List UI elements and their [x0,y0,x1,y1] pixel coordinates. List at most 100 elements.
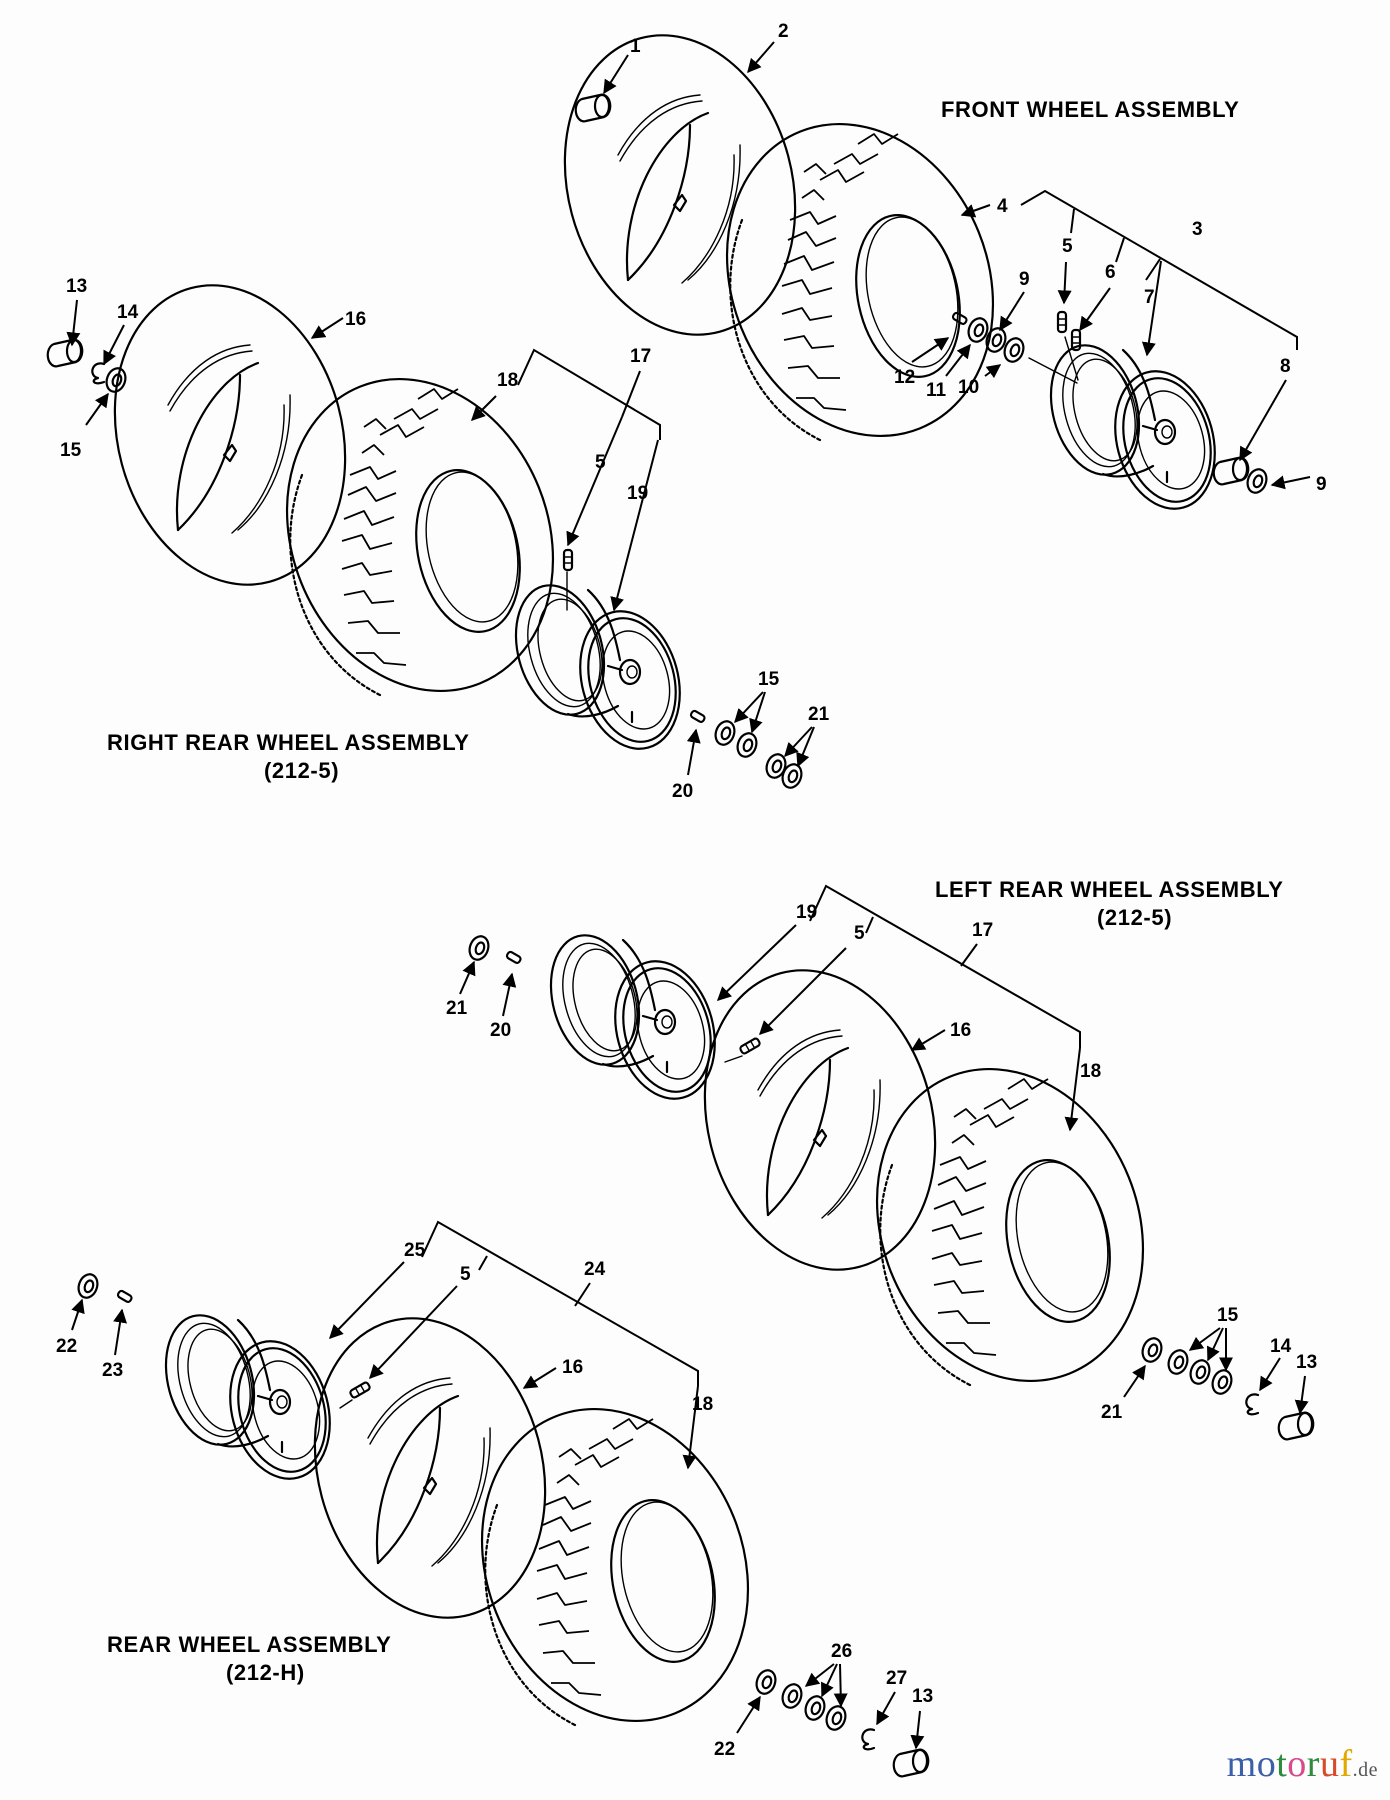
bracket-17-lr [809,884,1081,1048]
leader-11 [945,343,971,377]
callout-27: 27 [886,1668,907,1689]
bracket-tick-17 [621,370,641,418]
part-22-washer [74,1270,102,1302]
callout-11: 11 [926,380,947,401]
part-5-valve-stem [1056,310,1068,334]
front-assembly-title: FRONT WHEEL ASSEMBLY [941,97,1239,122]
leader-1 [603,54,629,95]
leader-19-lr [716,924,797,1001]
rear-assembly-title: REAR WHEEL ASSEMBLY [107,1632,391,1657]
leader-15-a [734,691,764,724]
part-14-clip [91,362,106,385]
bracket-17 [517,348,661,440]
part-8-bushing [1212,456,1250,486]
part-13-bushing [46,338,84,368]
leader-12 [911,337,950,363]
callout-7: 7 [1144,287,1155,308]
callout-4: 4 [997,196,1008,217]
part-13-bushing [1277,1411,1315,1441]
leader-23 [113,1308,127,1356]
bracket-tick-5-rw [478,1255,488,1271]
part-26-washer-b [801,1692,829,1724]
callout-5-rw: 5 [460,1264,471,1285]
leader-5-rr [566,416,623,547]
callout-13-rw: 13 [912,1686,933,1707]
part-5-valve-stem [348,1380,372,1400]
leader-15-lr-a [1188,1327,1221,1351]
leader-15-lr-b [1207,1327,1224,1362]
callout-15-rr: 15 [758,669,780,690]
watermark-letter: m [1226,1743,1257,1785]
bracket-24 [421,1220,699,1386]
part-15-washer-a [711,717,739,749]
assembly-line [1064,336,1079,381]
part-7-front-rim [1036,334,1231,522]
leader-7 [1141,260,1162,357]
callout-18: 18 [497,370,518,391]
leader-13 [66,299,81,347]
leader-18 [471,395,497,421]
watermark-letter: f [1339,1743,1353,1785]
leader-2 [747,41,775,74]
callout-15-left: 15 [60,440,82,461]
leader-14-lr [1259,1357,1281,1392]
part-18-tire [830,1027,1190,1423]
front-wheel-assembly: FRONT WHEEL ASSEMBLY 1 2 4 5 6 3 7 9 1 [531,8,1327,522]
watermark-letter: u [1319,1743,1340,1785]
part-18-rear-tire [240,337,600,733]
part-19-rim [536,924,731,1112]
part-21-washer-a [762,750,790,782]
part-19-rear-rim [501,574,696,762]
bracket-tick-6 [1115,237,1125,263]
part-15-washer-b [1186,1356,1214,1388]
left-rear-assembly-title: LEFT REAR WHEEL ASSEMBLY [935,877,1284,902]
left-rear-assembly-code: (212-5) [1097,905,1172,930]
leader-18-rw [682,1385,699,1470]
leader-21-a [784,726,813,758]
leader-21-b [796,726,815,768]
part-26-washer-c [822,1702,850,1734]
leader-13-rw [910,1710,925,1750]
part-16-inner-tube [671,943,969,1297]
callout-5: 5 [1062,236,1073,257]
watermark-tld: .de [1352,1759,1378,1781]
part-15-washer-b [733,729,761,761]
callout-24: 24 [584,1259,606,1280]
leader-14 [103,324,125,366]
part-13-bushing [892,1748,930,1778]
leader-15-left [85,392,109,426]
leader-4 [960,204,991,218]
callout-17: 17 [630,346,651,367]
callout-26: 26 [831,1641,852,1662]
watermark-letter: o [1287,1743,1307,1785]
leader-13-lr [1294,1375,1309,1415]
part-21-washer-b [778,760,806,792]
callout-16-lr: 16 [950,1020,971,1041]
callout-21-rr: 21 [808,704,830,725]
callout-12: 12 [894,367,915,388]
watermark-logo: motoruf.de [1227,1742,1378,1786]
callout-14: 14 [117,302,139,323]
callout-20-lr: 20 [490,1020,511,1041]
callout-13-lr: 13 [1296,1352,1317,1373]
right-rear-wheel-assembly: 13 14 15 16 18 17 5 19 20 15 [46,258,830,802]
callout-15-lr: 15 [1217,1305,1239,1326]
assembly-line [1028,357,1078,384]
watermark-letter: r [1306,1743,1320,1785]
bracket-tick-24 [574,1282,591,1307]
part-1-bushing [574,93,612,123]
right-rear-assembly-code: (212-5) [264,758,339,783]
bracket-tick-5 [1070,208,1075,234]
leader-16 [310,317,344,339]
part-27-clip [861,1728,876,1751]
part-22-washer [752,1666,780,1698]
callout-5-rr: 5 [595,452,606,473]
callout-14-lr: 14 [1270,1336,1292,1357]
callout-6: 6 [1105,262,1116,283]
callout-2: 2 [778,21,789,42]
bracket-3 [1020,189,1298,350]
leader-5-lr [759,947,847,1035]
callout-13: 13 [66,276,87,297]
leader-5-rw [369,1285,458,1380]
